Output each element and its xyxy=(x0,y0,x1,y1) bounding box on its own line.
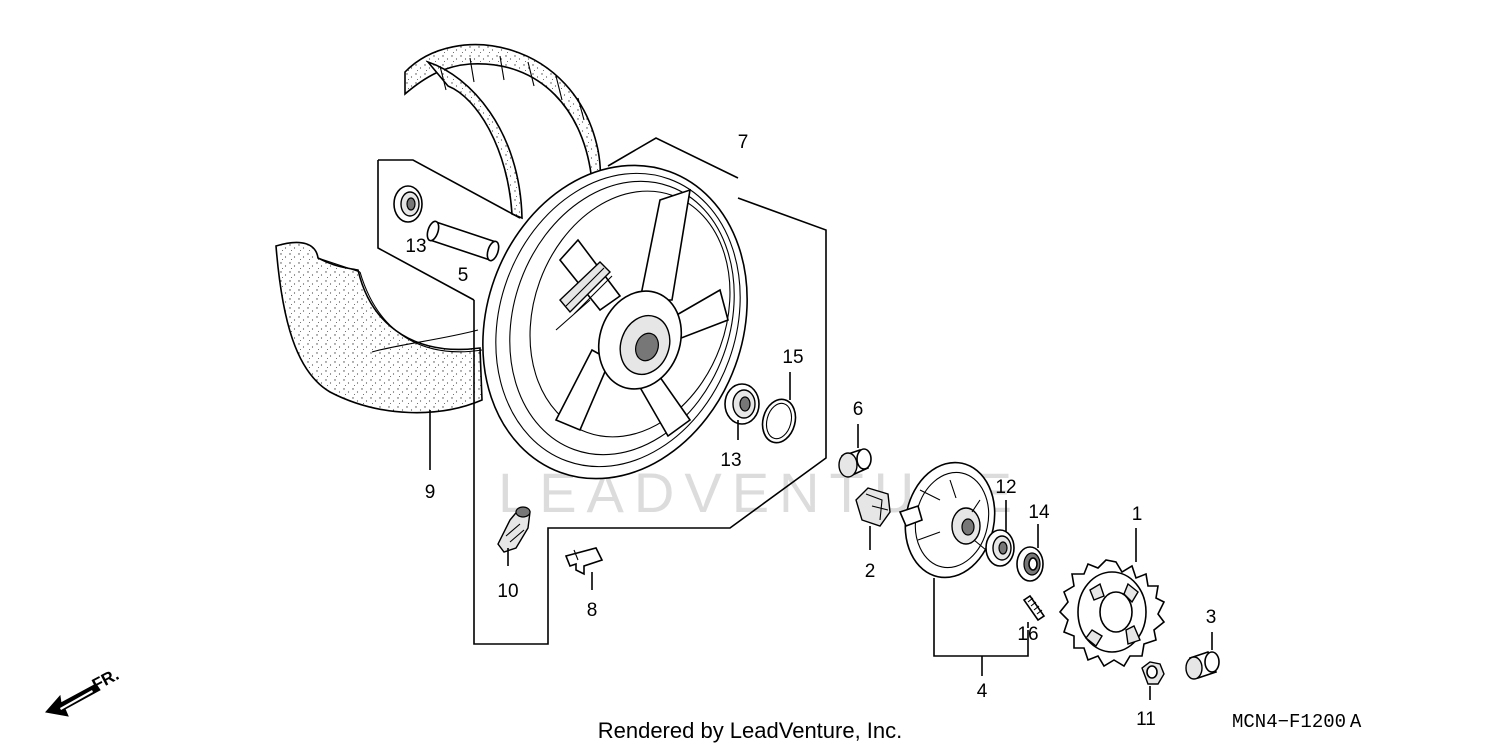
callout-9: 9 xyxy=(425,482,436,503)
side-collar[interactable] xyxy=(1185,651,1220,680)
distance-collar[interactable] xyxy=(425,220,501,262)
diagram-code: MCN4−F1200 A xyxy=(1232,711,1362,733)
callout-4: 4 xyxy=(977,681,988,702)
callout-14: 14 xyxy=(1028,502,1050,523)
final-driven-sprocket[interactable] xyxy=(1058,559,1166,668)
callout-15: 15 xyxy=(782,347,803,368)
assembly-box-left xyxy=(377,137,827,645)
callout-1: 1 xyxy=(1132,504,1143,525)
callout-8: 8 xyxy=(587,600,598,621)
front-direction-arrow: FR. xyxy=(45,665,122,717)
callout-13-lower: 13 xyxy=(720,450,741,471)
callout-12: 12 xyxy=(995,477,1016,498)
callout-numbers: 1 2 3 4 5 6 7 8 9 10 11 12 13 13 14 15 1… xyxy=(405,132,1216,730)
radial-bearing-upper[interactable] xyxy=(393,185,423,223)
rear-wheel[interactable] xyxy=(440,128,790,516)
callout-16: 16 xyxy=(1017,624,1038,645)
callout-5: 5 xyxy=(458,265,469,286)
wheel-damper-rubber[interactable] xyxy=(855,487,891,527)
render-credit: Rendered by LeadVenture, Inc. xyxy=(598,718,903,743)
callout-6: 6 xyxy=(853,399,864,420)
o-ring[interactable] xyxy=(758,396,800,447)
flange-bearing[interactable] xyxy=(985,529,1015,567)
callout-11: 11 xyxy=(1136,709,1156,730)
callout-13-upper: 13 xyxy=(405,236,426,257)
stud-bolt[interactable] xyxy=(1022,594,1046,622)
leader-lines xyxy=(429,372,1213,700)
callout-7: 7 xyxy=(738,132,749,153)
callout-3: 3 xyxy=(1206,607,1217,628)
callout-10: 10 xyxy=(497,581,518,602)
radial-bearing-lower[interactable] xyxy=(724,383,760,425)
driven-flange[interactable] xyxy=(895,454,1005,586)
dust-seal[interactable] xyxy=(1016,546,1044,582)
flange-nut[interactable] xyxy=(1141,661,1165,685)
balance-weight[interactable] xyxy=(564,547,604,576)
callout-2: 2 xyxy=(865,561,876,582)
flange-collar[interactable] xyxy=(838,448,872,478)
tire-valve[interactable] xyxy=(497,506,531,553)
tire-lower-half[interactable] xyxy=(275,241,483,414)
hub-assembly-box xyxy=(933,578,1029,657)
